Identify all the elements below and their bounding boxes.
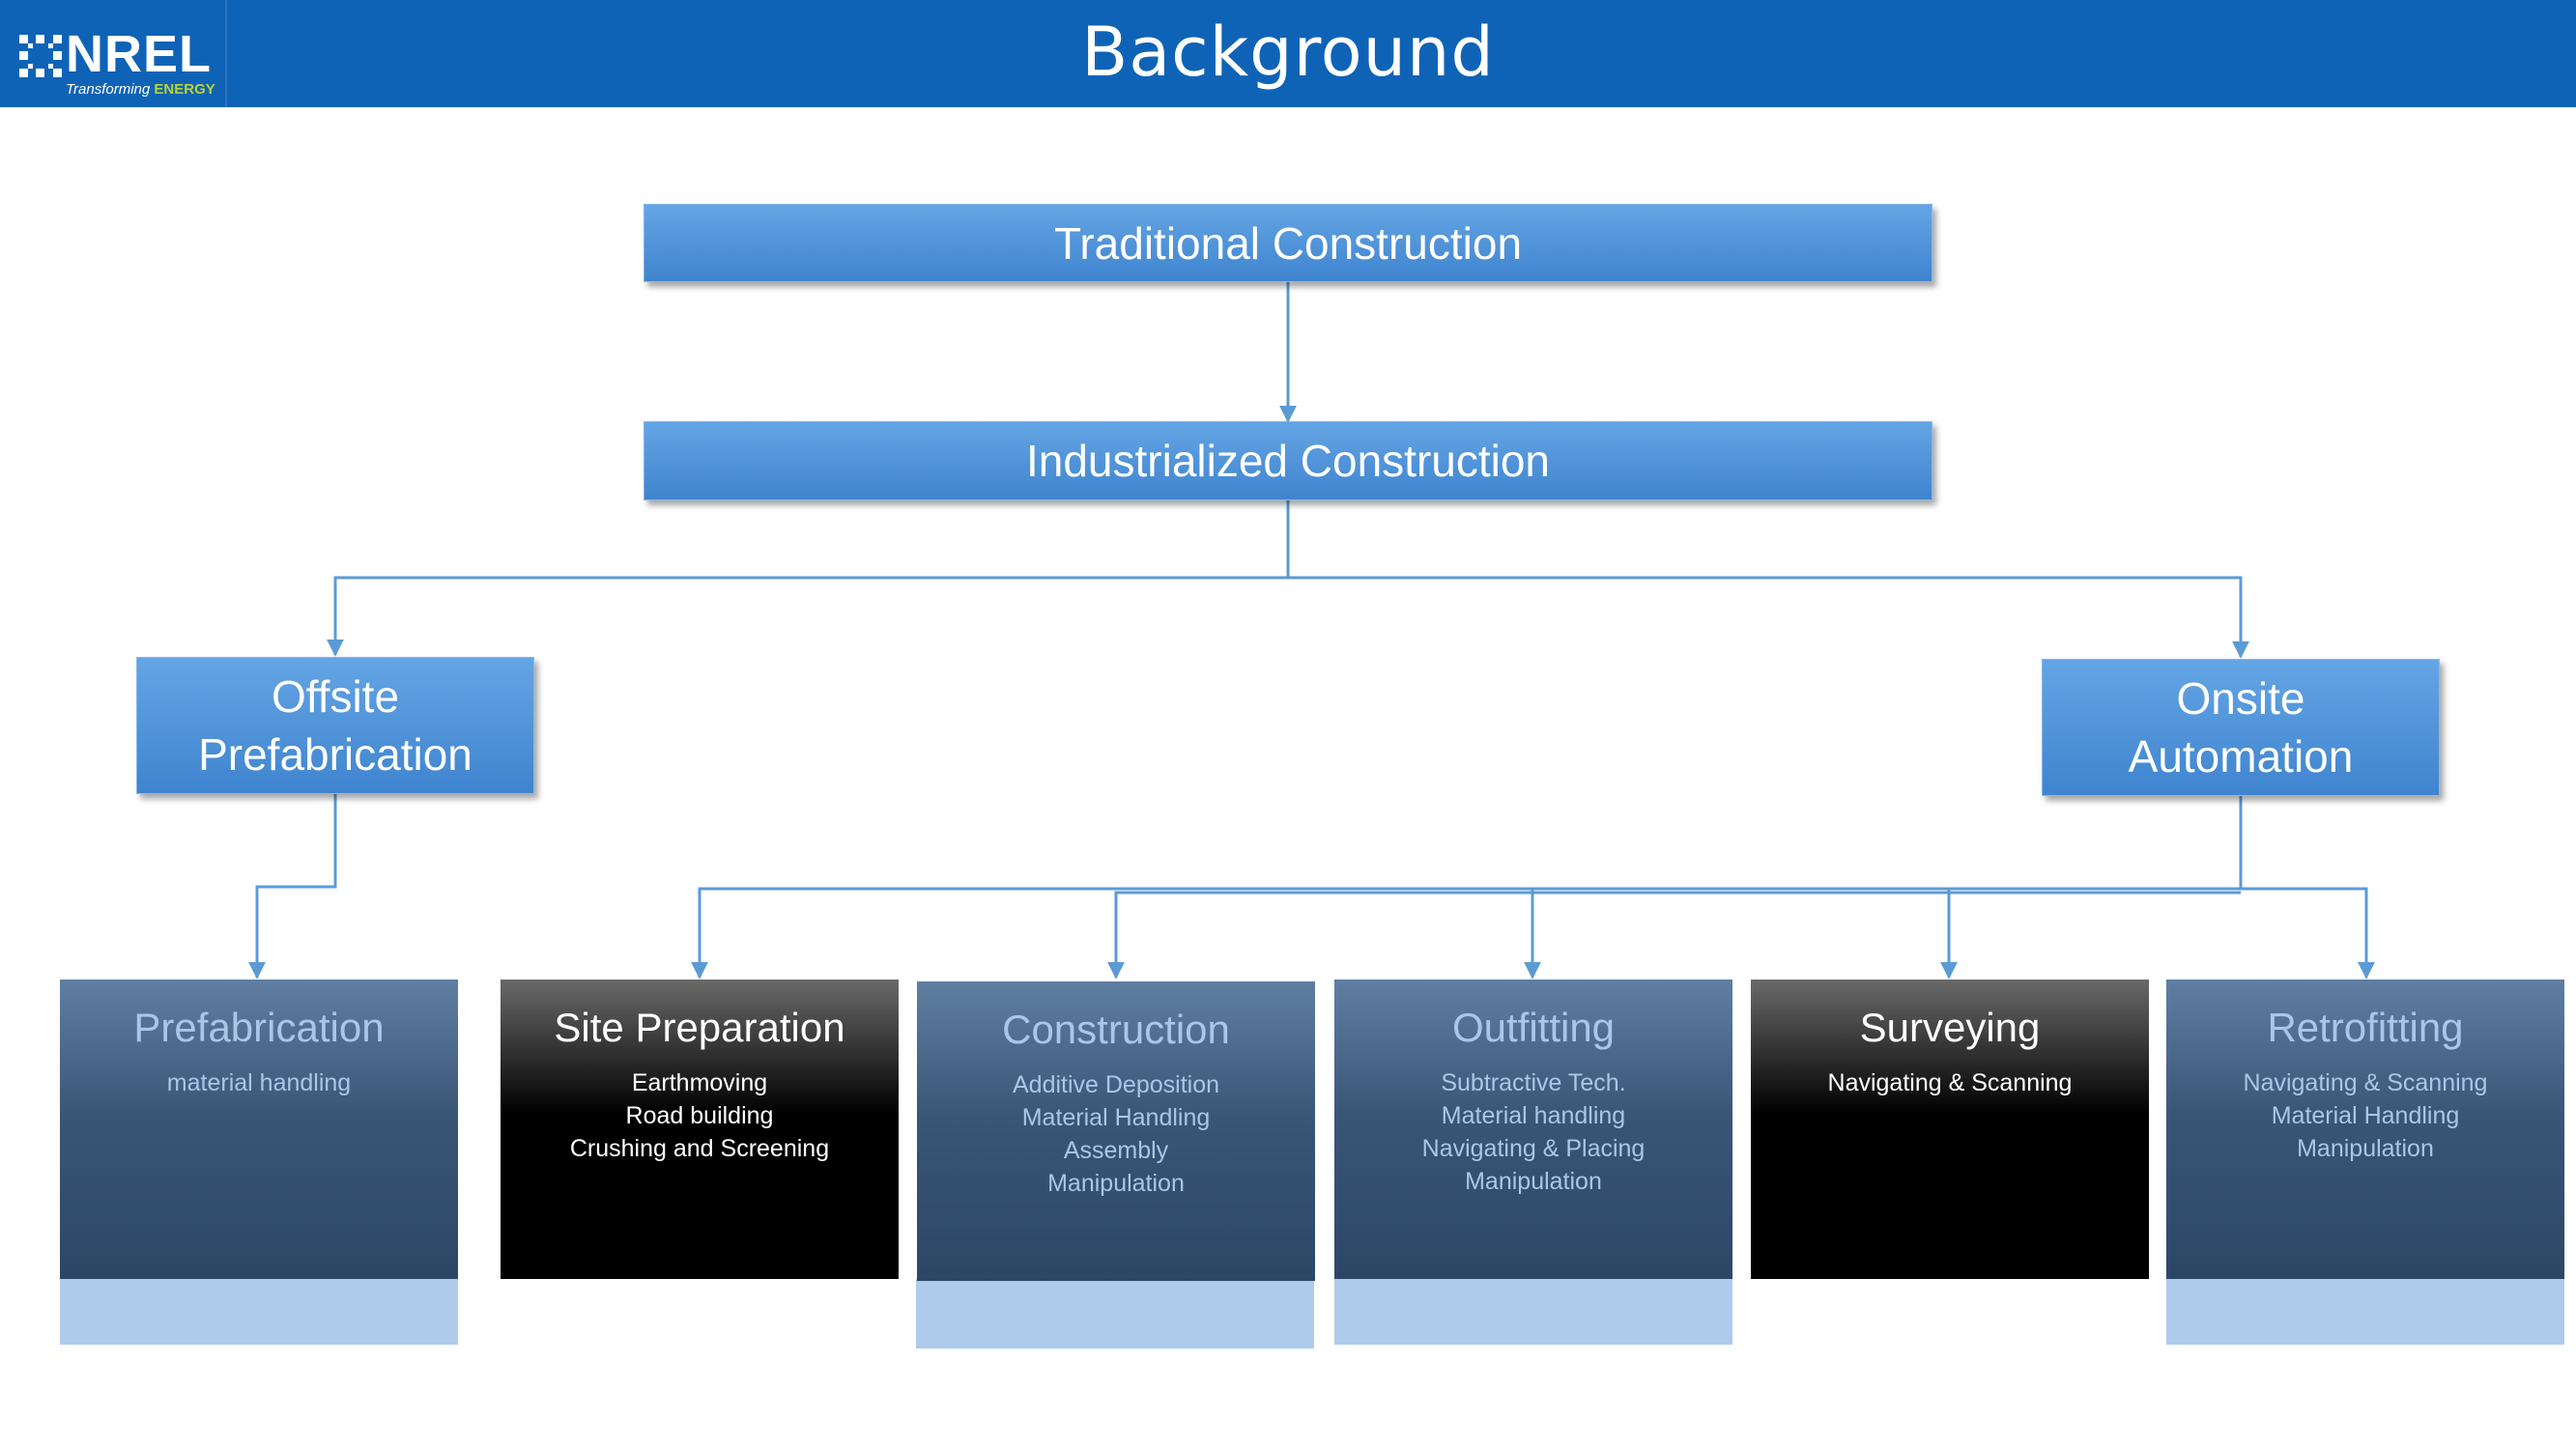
card-title: Retrofitting	[2267, 1005, 2464, 1050]
node-onsite-automation: Onsite Automation	[2042, 659, 2440, 796]
connector-onsite-to-retrofitting	[2241, 887, 2375, 980]
card-item: Earthmoving	[631, 1069, 768, 1096]
card-strip-outfitting	[1334, 1277, 1732, 1345]
node-industrialized-construction: Industrialized Construction	[644, 421, 1932, 500]
card-item: Manipulation	[1047, 1170, 1185, 1197]
card-item-list: Navigating & Scanning	[1751, 1066, 2149, 1099]
card-item: Manipulation	[1465, 1168, 1602, 1195]
card-item-list: Additive Deposition Material Handling As…	[917, 1068, 1315, 1200]
card-surveying: Surveying Navigating & Scanning	[1751, 980, 2149, 1279]
card-title: Construction	[1002, 1007, 1230, 1052]
node-onsite-line1: Onsite	[2176, 673, 2305, 724]
card-item-list: Earthmoving Road building Crushing and S…	[501, 1066, 899, 1165]
nrel-logo: NREL Transforming ENERGY	[0, 0, 227, 107]
card-item-list: Subtractive Tech. Material handling Navi…	[1334, 1066, 1732, 1198]
card-outfitting: Outfitting Subtractive Tech. Material ha…	[1334, 980, 1732, 1279]
card-strip-construction	[916, 1279, 1314, 1349]
card-item: Material handling	[1441, 1102, 1626, 1129]
card-item: Manipulation	[2297, 1135, 2434, 1162]
card-item: Road building	[625, 1102, 774, 1129]
logo-wordmark: NREL	[66, 25, 212, 83]
header-bar: NREL Transforming ENERGY Background	[0, 0, 2576, 107]
card-title: Prefabrication	[133, 1005, 385, 1050]
card-item: Material Handling	[2271, 1102, 2460, 1129]
node-traditional-construction: Traditional Construction	[644, 204, 1932, 282]
card-item: Navigating & Placing	[1421, 1135, 1646, 1162]
card-construction: Construction Additive Deposition Materia…	[917, 981, 1315, 1281]
card-item: Crushing and Screening	[569, 1135, 830, 1162]
node-offsite-line1: Offsite	[271, 671, 400, 722]
card-title: Site Preparation	[554, 1005, 845, 1050]
card-item: material handling	[166, 1069, 352, 1096]
card-item: Additive Deposition	[1012, 1071, 1219, 1098]
card-title: Outfitting	[1451, 1005, 1616, 1050]
node-offsite-line2: Prefabrication	[198, 729, 472, 780]
card-strip-prefabrication	[60, 1277, 458, 1345]
card-retrofitting: Retrofitting Navigating & Scanning Mater…	[2166, 980, 2564, 1279]
card-item: Subtractive Tech.	[1441, 1069, 1626, 1096]
connector-industrialized-to-onsite	[1288, 576, 2249, 659]
card-strip-retrofitting	[2166, 1277, 2564, 1345]
connector-onsite-trunk	[691, 796, 2243, 980]
card-item: Assembly	[1063, 1137, 1169, 1164]
card-item: Navigating & Scanning	[2243, 1069, 2488, 1096]
node-offsite-prefabrication: Offsite Prefabrication	[136, 657, 534, 794]
card-item: Navigating & Scanning	[1827, 1069, 2073, 1096]
node-onsite-line2: Automation	[2128, 731, 2354, 781]
card-site-preparation: Site Preparation Earthmoving Road buildi…	[501, 980, 899, 1279]
nrel-logo-icon	[19, 35, 62, 77]
card-item: Material Handling	[1021, 1104, 1211, 1131]
connector-offsite-to-prefabrication	[248, 794, 337, 980]
page-title: Background	[1081, 13, 1495, 92]
card-prefabrication: Prefabrication material handling	[60, 980, 458, 1279]
connector-onsite-to-construction	[1107, 891, 2241, 980]
card-title: Surveying	[1859, 1005, 2041, 1050]
card-item-list: material handling	[60, 1066, 458, 1099]
logo-tagline: Transforming ENERGY	[66, 81, 215, 98]
card-item-list: Navigating & Scanning Material Handling …	[2166, 1066, 2564, 1165]
connector-industrialized-to-offsite	[327, 500, 1290, 657]
